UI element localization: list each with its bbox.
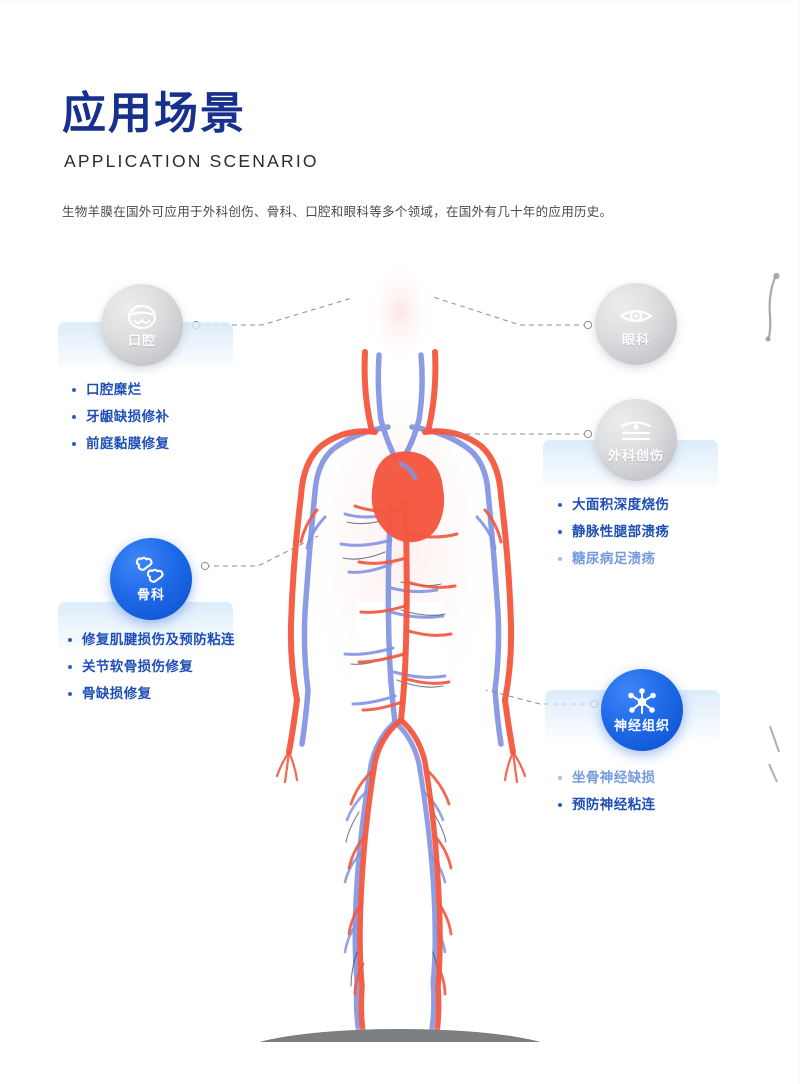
page-title: 应用场景 [62, 88, 246, 139]
list-item: 修复肌腱损伤及预防粘连 [66, 627, 235, 654]
badge-surgical-trauma[interactable]: 外科创伤 [595, 399, 677, 481]
page-header: 应用场景 APPLICATION SCENARIO [62, 88, 319, 172]
list-nerve-tissue: 坐骨神经缺损 预防神经粘连 [556, 765, 655, 819]
mouth-icon [127, 302, 157, 332]
list-item: 骨缺损修复 [66, 681, 235, 708]
intro-text: 生物羊膜在国外可应用于外科创伤、骨科、口腔和眼科等多个领域，在国外有几十年的应用… [62, 204, 613, 219]
list-item: 大面积深度烧伤 [556, 492, 669, 519]
list-item: 关节软骨损伤修复 [66, 654, 235, 681]
list-item: 静脉性腿部溃疡 [556, 519, 669, 546]
page-subtitle-en: APPLICATION SCENARIO [64, 151, 319, 171]
list-orthopedics: 修复肌腱损伤及预防粘连 关节软骨损伤修复 骨缺损修复 [66, 627, 235, 708]
list-item: 口腔糜烂 [70, 377, 169, 404]
badge-label-oral: 口腔 [127, 333, 156, 349]
list-item: 牙龈缺损修补 [70, 404, 169, 431]
page-edge-top [0, 0, 800, 1]
circulatory-system-illustration [205, 252, 595, 1042]
scan-artifact-top [765, 272, 780, 342]
list-item: 前庭黏膜修复 [70, 431, 169, 458]
scan-artifact-bottom [768, 725, 780, 783]
badge-orthopedics[interactable]: 骨科 [110, 538, 192, 620]
badge-ophthalmology[interactable]: 眼科 [595, 283, 677, 365]
list-item: 预防神经粘连 [556, 792, 655, 819]
badge-label-surgical-trauma: 外科创伤 [607, 448, 664, 464]
list-item: 坐骨神经缺损 [556, 765, 655, 792]
badge-oral[interactable]: 口腔 [101, 284, 183, 366]
neuron-network-icon [626, 687, 658, 717]
eye-icon [619, 301, 653, 331]
list-item: 糖尿病足溃疡 [556, 546, 669, 573]
list-surgical-trauma: 大面积深度烧伤 静脉性腿部溃疡 糖尿病足溃疡 [556, 492, 669, 573]
wound-dressing-icon [619, 417, 653, 447]
badge-nerve-tissue[interactable]: 神经组织 [601, 669, 683, 751]
bone-icon [135, 556, 167, 586]
list-oral: 口腔糜烂 牙龈缺损修补 前庭黏膜修复 [70, 377, 169, 458]
badge-label-ophthalmology: 眼科 [621, 332, 650, 348]
badge-label-orthopedics: 骨科 [136, 587, 165, 603]
badge-label-nerve-tissue: 神经组织 [613, 718, 670, 734]
